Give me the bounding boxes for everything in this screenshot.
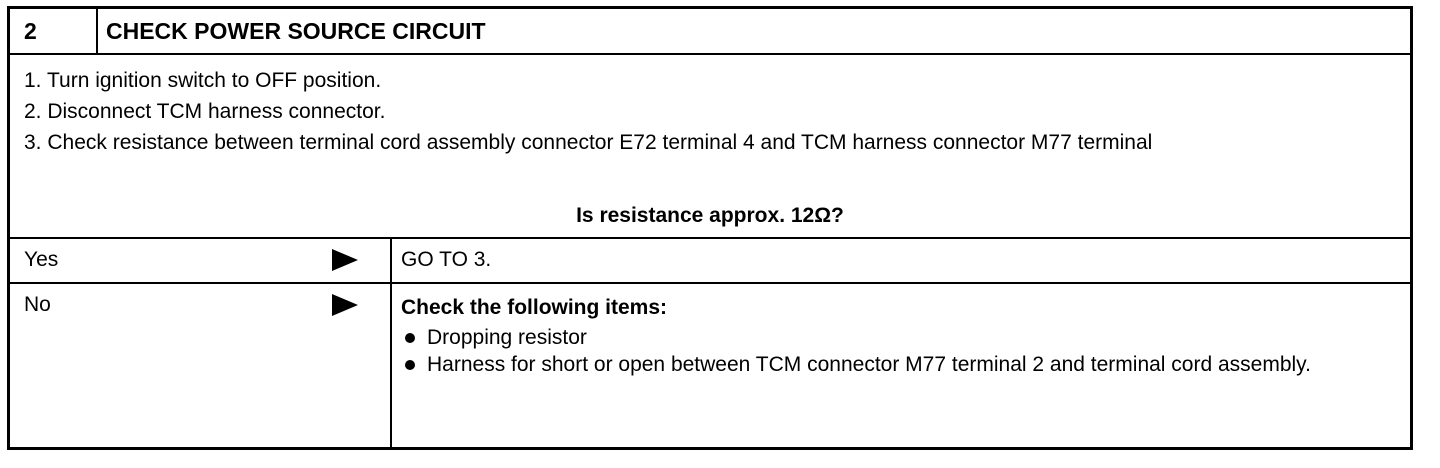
step-title: CHECK POWER SOURCE CIRCUIT	[106, 18, 486, 44]
answer-row-yes: Yes GO TO 3.	[10, 239, 1410, 284]
answer-yes-label: Yes	[24, 248, 59, 271]
right-arrow-icon	[332, 294, 358, 316]
list-item: Dropping resistor	[401, 324, 1401, 351]
bullet-icon	[405, 360, 415, 370]
diagnostic-procedure-table: 2 CHECK POWER SOURCE CIRCUIT 1. Turn ign…	[7, 6, 1413, 450]
instruction-list: 1. Turn ignition switch to OFF position.…	[24, 65, 1152, 158]
step-header-row: 2 CHECK POWER SOURCE CIRCUIT	[10, 9, 1410, 55]
check-items-heading: Check the following items:	[401, 296, 668, 319]
instructions-section: 1. Turn ignition switch to OFF position.…	[10, 55, 1410, 239]
step-number: 2	[10, 9, 98, 53]
list-item: Harness for short or open between TCM co…	[401, 351, 1401, 378]
answer-yes-result: GO TO 3.	[401, 248, 492, 271]
answer-no-label: No	[24, 293, 51, 316]
check-item-text: Harness for short or open between TCM co…	[427, 353, 1311, 376]
check-item-text: Dropping resistor	[427, 326, 587, 349]
column-divider	[390, 284, 392, 447]
check-items-list: Dropping resistor Harness for short or o…	[401, 324, 1401, 378]
bullet-icon	[405, 333, 415, 343]
instruction-item: 2. Disconnect TCM harness connector.	[24, 100, 386, 123]
column-divider	[390, 239, 392, 282]
instruction-item: 1. Turn ignition switch to OFF position.	[24, 69, 382, 92]
check-question: Is resistance approx. 12Ω?	[576, 204, 844, 227]
right-arrow-icon	[332, 249, 358, 271]
answer-row-no: No Check the following items: Dropping r…	[10, 284, 1410, 447]
instruction-item: 3. Check resistance between terminal cor…	[24, 131, 1153, 154]
